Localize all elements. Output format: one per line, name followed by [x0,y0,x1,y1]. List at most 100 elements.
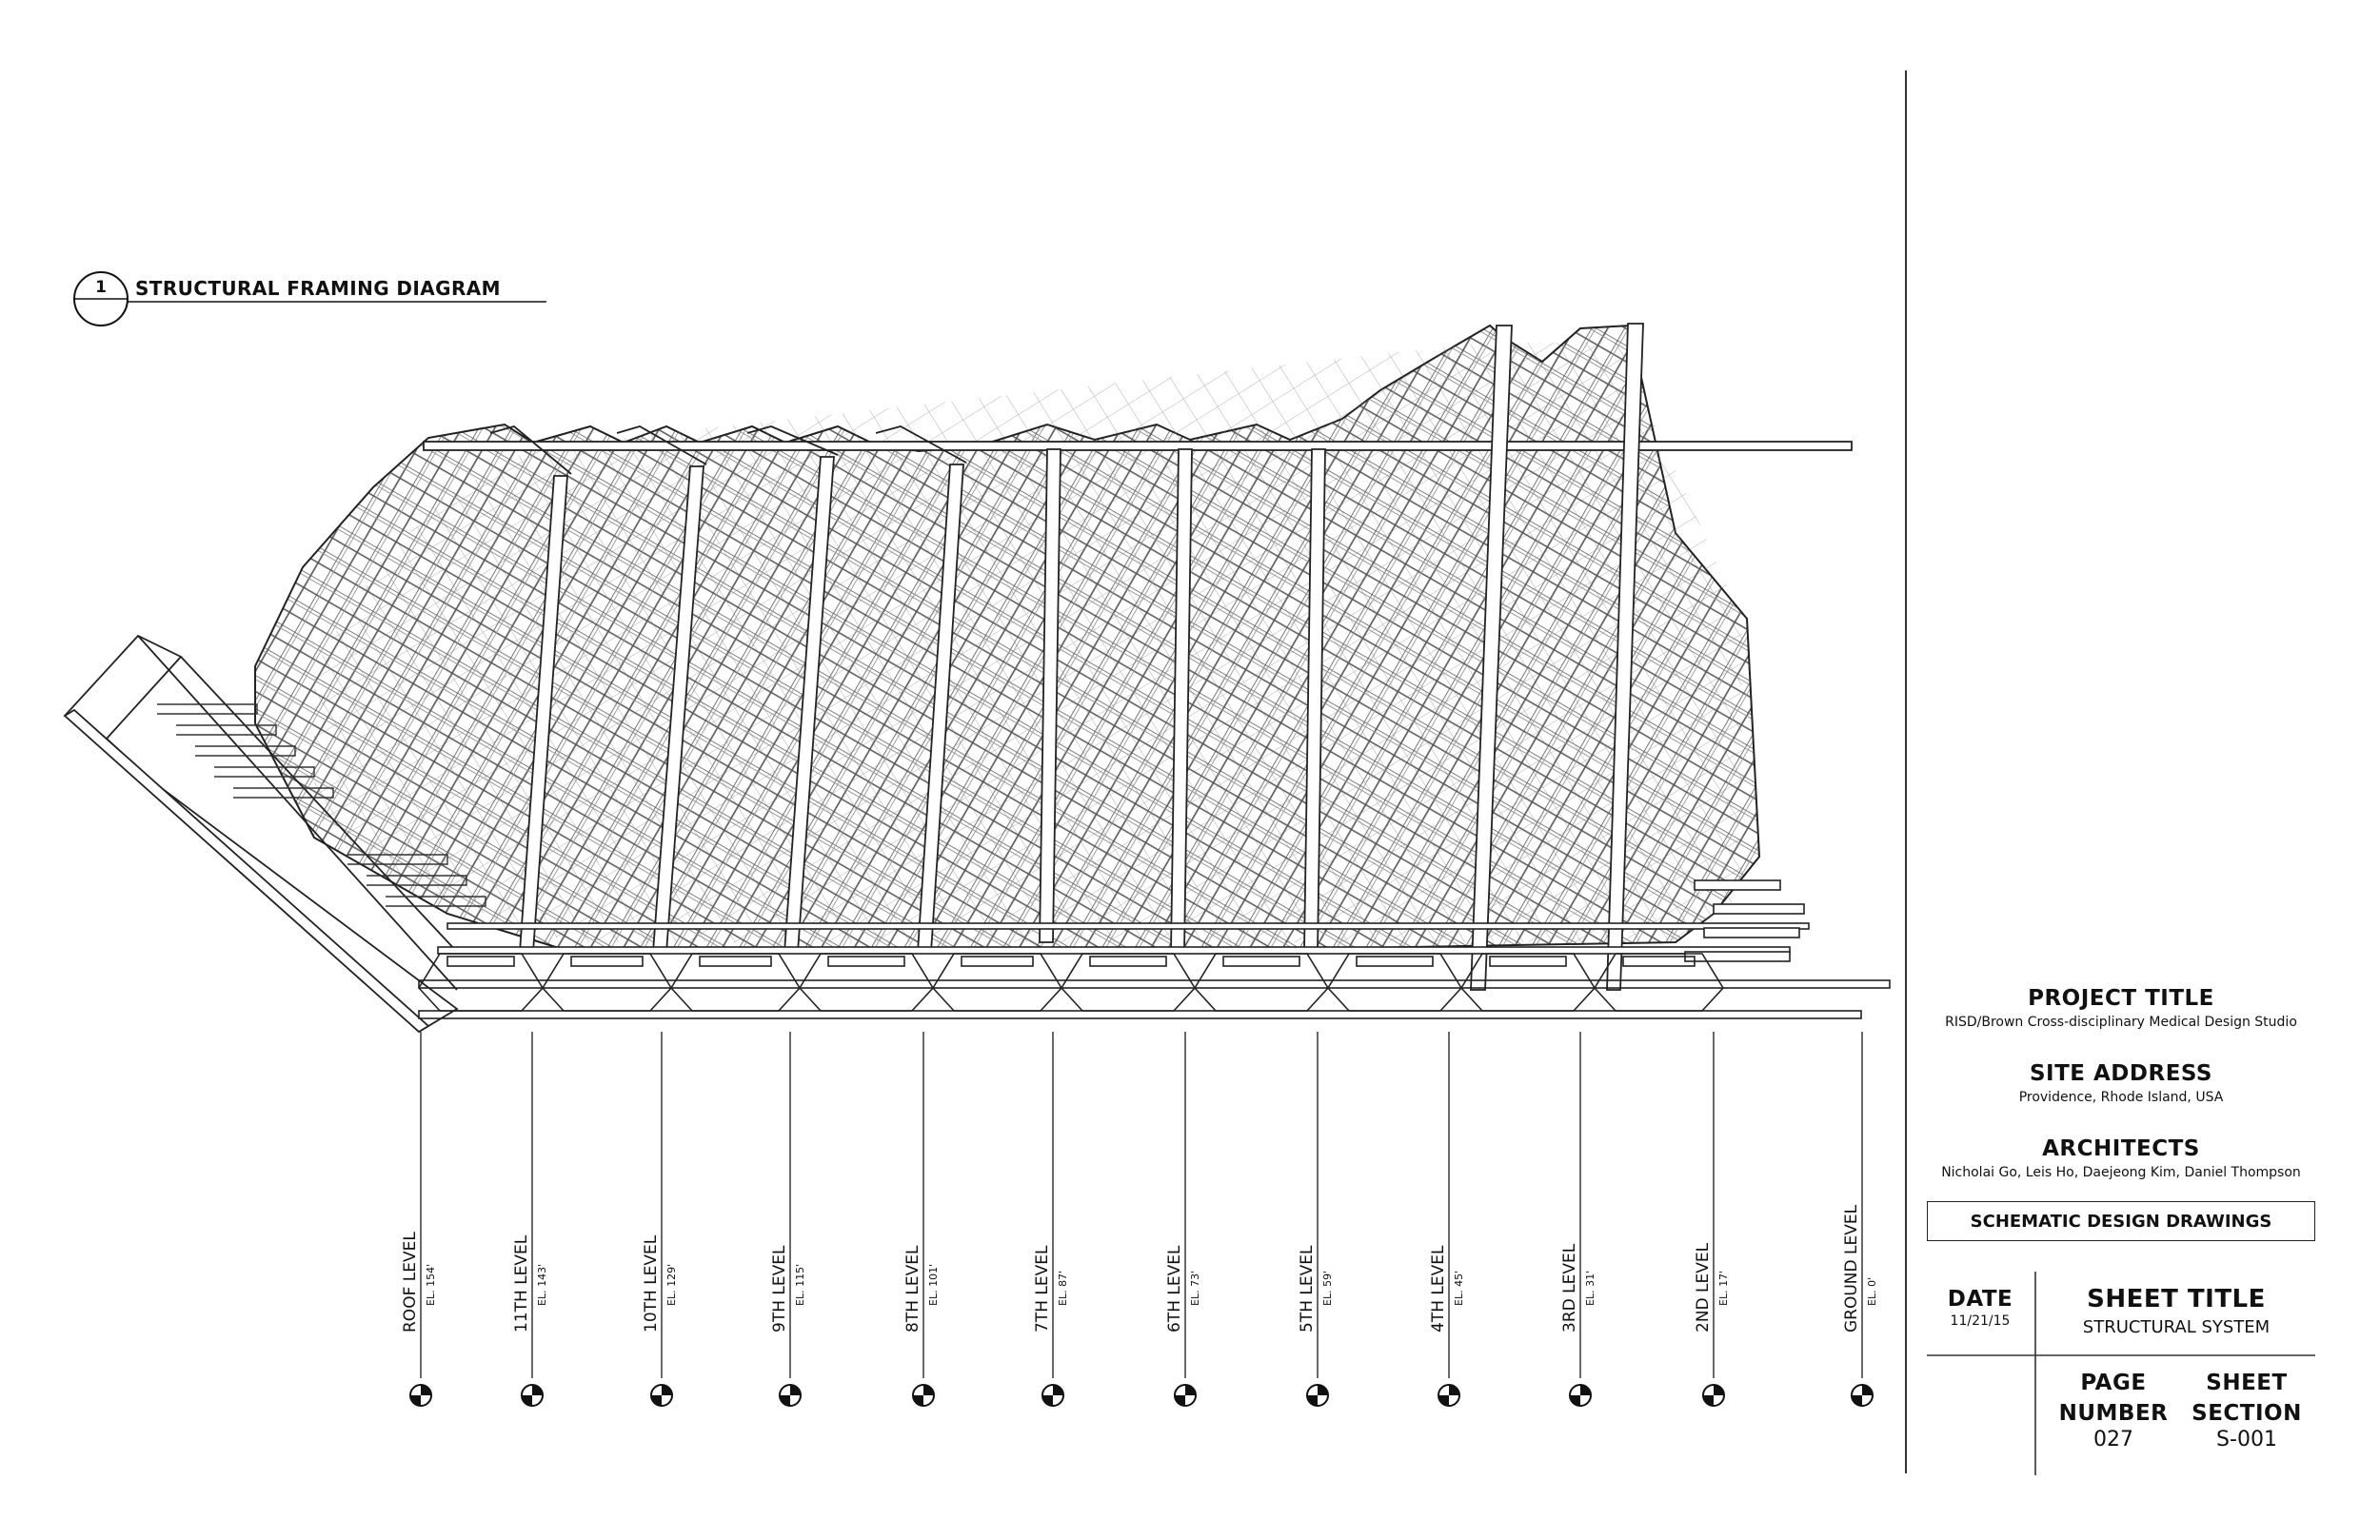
truss-panel [1222,956,1300,967]
date: 11/21/15 [1950,1313,2011,1329]
truss-bay [1594,953,1724,1012]
sheet-title-block: SHEET TITLE STRUCTURAL SYSTEM [2037,1285,2315,1337]
level-datum-quadrant [1438,1395,1449,1406]
level-datum-quadrant [1053,1385,1063,1395]
level-datum-quadrant [913,1395,923,1406]
truss-panel [699,956,772,967]
truss-panel [446,956,515,967]
truss-bay [1194,953,1329,1012]
floor-plates [418,879,1891,1019]
truss-panel [827,956,905,967]
sheet-title-label: SHEET TITLE [2087,1285,2266,1313]
level-datum-quadrant [662,1385,672,1395]
level-name: 6TH LEVEL [1165,1245,1184,1333]
architects-label: ARCHITECTS [2042,1136,2200,1161]
level-elevation: EL. 17' [1717,1271,1730,1306]
base-truss [418,953,1724,1012]
phase-box: SCHEMATIC DESIGN DRAWINGS [1927,1201,2315,1241]
level-datum-quadrant [532,1385,543,1395]
level-elevation: EL. 129' [665,1264,678,1306]
level-datum-quadrant [1185,1385,1196,1395]
podium-wing [63,634,459,1034]
level-name: 5TH LEVEL [1298,1245,1317,1333]
truss-bay [799,953,934,1012]
level-datum-quadrant [1570,1395,1580,1406]
sheet-section-label-1: SHEET [2206,1371,2288,1395]
level-datum-quadrant [923,1385,934,1395]
truss-bay [670,953,801,1012]
level-datum-quadrant [790,1385,801,1395]
truss-panel [1622,956,1696,967]
structural-framing-model [63,323,1891,1034]
level-datum-quadrant [1042,1395,1053,1406]
truss-panel [570,956,644,967]
project-title: RISD/Brown Cross-disciplinary Medical De… [1945,1015,2297,1030]
site-address-block: SITE ADDRESS Providence, Rhode Island, U… [1912,1061,2330,1105]
level-elevation: EL. 31' [1584,1271,1597,1306]
project-title-block: PROJECT TITLE RISD/Brown Cross-disciplin… [1912,986,2330,1030]
level-name: 9TH LEVEL [770,1245,789,1333]
architects: Nicholai Go, Leis Ho, Daejeong Kim, Dani… [1941,1165,2301,1180]
level-datum-quadrant [1580,1385,1591,1395]
drawing-title: STRUCTURAL FRAMING DIAGRAM [135,277,501,300]
truss-bay [418,953,544,1012]
structural-fins [519,323,1644,991]
level-name: 10TH LEVEL [642,1234,661,1333]
sheet-section-label-2: SECTION [2192,1401,2302,1426]
level-elevation: EL. 73' [1189,1271,1201,1306]
level-marker: 4TH LEVEL EL. 45' [1429,1032,1465,1407]
level-elevation: EL. 0' [1866,1277,1878,1306]
sheet-section: S-001 [2216,1428,2277,1451]
level-name: ROOF LEVEL [401,1232,420,1333]
callout-number: 1 [95,278,107,297]
truss-panel [961,956,1034,967]
level-name: 11TH LEVEL [512,1234,531,1333]
level-marker: 11TH LEVEL EL. 143' [512,1032,548,1407]
level-datum-quadrant [410,1395,421,1406]
page-number-label-2: NUMBER [2058,1401,2169,1426]
level-datum-quadrant [421,1385,431,1395]
level-name: 4TH LEVEL [1429,1245,1448,1333]
level-marker: 6TH LEVEL EL. 73' [1165,1032,1201,1407]
level-datum-quadrant [1852,1395,1862,1406]
level-marker: 10TH LEVEL EL. 129' [642,1032,678,1407]
truss-panel [1356,956,1434,967]
level-marker: ROOF LEVEL EL. 154' [401,1032,437,1407]
level-elevation: EL. 87' [1057,1271,1069,1306]
level-markers: ROOF LEVEL EL. 154' 11TH LEVEL EL. 143' 10TH… [401,1032,1878,1407]
architects-block: ARCHITECTS Nicholai Go, Leis Ho, Daejeon… [1912,1136,2330,1180]
level-elevation: EL. 154' [425,1264,437,1306]
sheet-title: STRUCTURAL SYSTEM [2082,1317,2271,1337]
level-datum-quadrant [651,1395,662,1406]
truss-bay [932,953,1062,1012]
level-datum-quadrant [780,1395,790,1406]
truss-bay [1460,953,1596,1012]
page-number-label-1: PAGE [2080,1371,2147,1395]
truss-bay [1327,953,1462,1012]
level-datum-quadrant [1449,1385,1459,1395]
level-name: 7TH LEVEL [1033,1245,1052,1333]
level-elevation: EL. 143' [536,1264,548,1306]
level-datum-quadrant [1862,1385,1873,1395]
project-title-label: PROJECT TITLE [2028,986,2214,1011]
truss-bay [542,953,672,1012]
truss-panel [1089,956,1167,967]
podium-slabs [157,703,486,907]
fin-caps [489,425,967,475]
level-datum-quadrant [1175,1395,1185,1406]
truss-panel [1489,956,1567,967]
level-datum-quadrant [1318,1385,1328,1395]
site-address-label: SITE ADDRESS [2029,1061,2213,1086]
date-label: DATE [1947,1287,2013,1312]
level-elevation: EL. 45' [1453,1271,1465,1306]
site-address: Providence, Rhode Island, USA [2018,1090,2224,1105]
page-number-block: PAGE NUMBER 027 [2047,1371,2180,1451]
